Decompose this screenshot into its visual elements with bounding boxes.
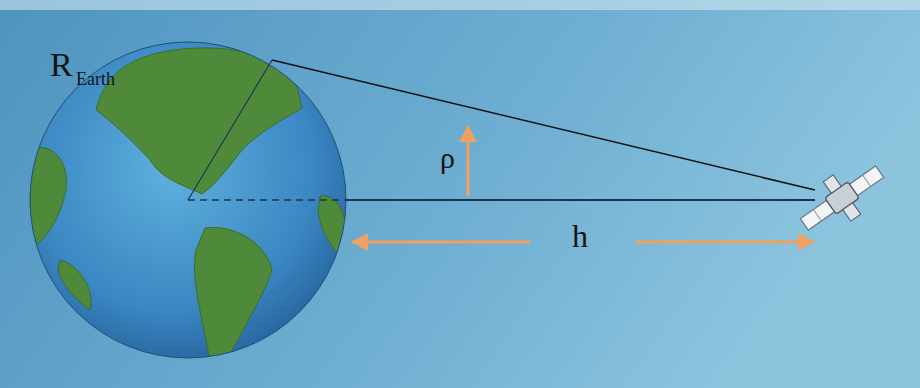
- tangent-line: [272, 60, 815, 190]
- center-line: [188, 199, 346, 201]
- radius-line: [188, 60, 272, 200]
- altitude-line: [346, 199, 815, 201]
- radius-subscript: Earth: [76, 70, 115, 88]
- h-arrow-right: [636, 241, 812, 244]
- rho-arrow: [467, 128, 470, 196]
- h-arrow-left: [354, 241, 530, 244]
- radius-symbol: R: [50, 48, 73, 82]
- satellite: [791, 152, 894, 244]
- distance-symbol: ρ: [440, 143, 455, 173]
- top-band: [0, 0, 920, 10]
- earth: [30, 38, 348, 362]
- altitude-symbol: h: [572, 220, 588, 252]
